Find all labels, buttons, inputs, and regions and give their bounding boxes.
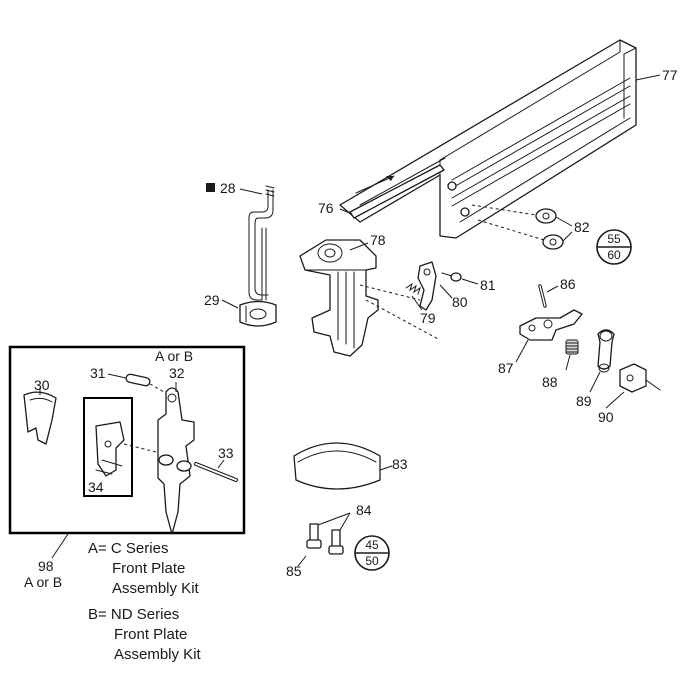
part-87-bracket — [519, 309, 583, 341]
callout-98-variant: A or B — [24, 574, 62, 590]
legend-b-line2: Front Plate — [114, 626, 187, 643]
callout-88: 88 — [542, 374, 558, 390]
part-77-rail — [339, 39, 637, 239]
part-86-pin — [538, 284, 547, 308]
part-29-clip — [239, 300, 277, 327]
part-88-spring — [565, 339, 579, 355]
legend-a-line1: A= C Series — [88, 540, 168, 557]
part-33-pin — [194, 462, 238, 482]
callout-79: 79 — [420, 310, 436, 326]
badge-55-60-top: 55 — [607, 232, 621, 246]
callout-32: 32 — [169, 365, 185, 381]
callout-89: 89 — [576, 393, 592, 409]
callout-76: 76 — [318, 200, 334, 216]
part-32-front-plate — [157, 387, 195, 535]
part-89-lever — [597, 329, 615, 373]
callout-34: 34 — [88, 479, 104, 495]
part-34-bracket — [95, 421, 125, 477]
part-83-curved-shield — [293, 442, 381, 490]
legend-b-line3: Assembly Kit — [114, 646, 202, 663]
callout-82: 82 — [574, 219, 590, 235]
part-30-guard — [23, 391, 57, 445]
callout-77: 77 — [662, 67, 678, 83]
callout-28: 28 — [220, 180, 236, 196]
callout-84: 84 — [356, 502, 372, 518]
part-84-screws — [306, 523, 344, 555]
callout-32-variant: A or B — [155, 348, 193, 364]
part-76-guide-strip — [349, 157, 446, 219]
new-part-square-icon — [206, 183, 215, 192]
part-78-housing — [299, 239, 379, 357]
callout-29: 29 — [204, 292, 220, 308]
callout-81: 81 — [480, 277, 496, 293]
kit-legend: A= C Series Front Plate Assembly Kit B= … — [88, 540, 202, 663]
front-plate-kit-frame — [8, 345, 246, 535]
badge-55-60: 55 60 — [596, 229, 632, 265]
legend-a-line2: Front Plate — [112, 560, 185, 577]
part-79-spring — [405, 282, 421, 295]
part-28-hook-rod — [248, 185, 275, 301]
badge-55-60-bottom: 60 — [607, 248, 621, 262]
part-34-subkit-frame — [83, 397, 133, 497]
legend-b-line1: B= ND Series — [88, 606, 179, 623]
callout-31: 31 — [90, 365, 106, 381]
badge-45-50-bottom: 50 — [365, 554, 379, 568]
callout-98: 98 — [38, 558, 54, 574]
part-81-pin — [441, 272, 462, 282]
callout-83: 83 — [392, 456, 408, 472]
callout-85: 85 — [286, 563, 302, 579]
badge-45-50: 45 50 — [354, 535, 390, 571]
callout-87: 87 — [498, 360, 514, 376]
part-31-pin — [125, 373, 151, 387]
callout-90: 90 — [598, 409, 614, 425]
part-90-block — [619, 363, 661, 393]
badge-45-50-top: 45 — [365, 538, 379, 552]
part-80-latch — [417, 261, 437, 311]
callout-80: 80 — [452, 294, 468, 310]
part-82-screws — [535, 208, 564, 250]
legend-a-line3: Assembly Kit — [112, 580, 200, 597]
callout-78: 78 — [370, 232, 386, 248]
callout-30: 30 — [34, 377, 50, 393]
callout-86: 86 — [560, 276, 576, 292]
callout-33: 33 — [218, 445, 234, 461]
